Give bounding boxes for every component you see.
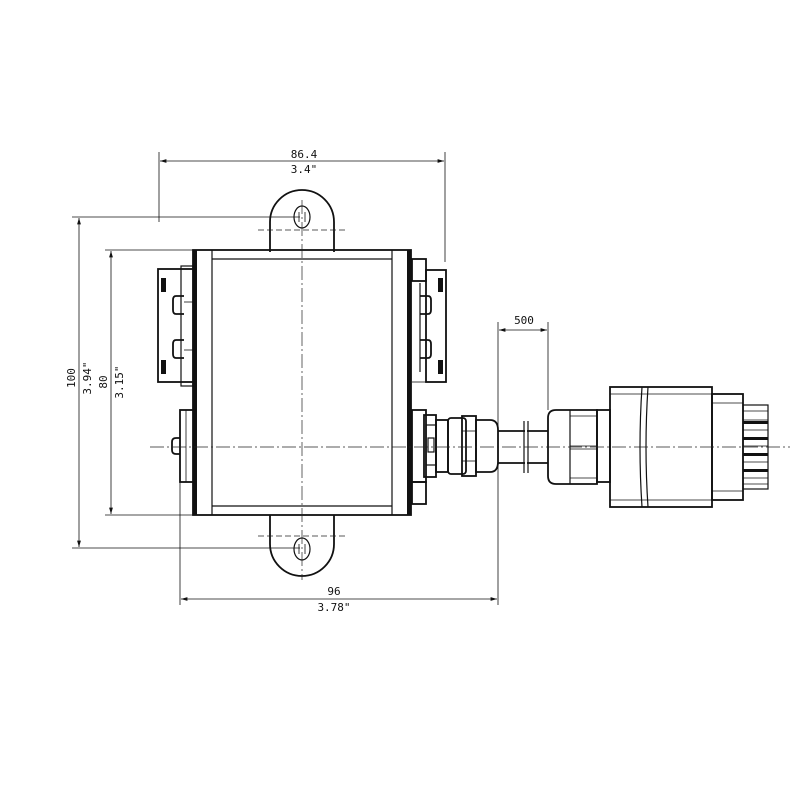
mounting-tab-top xyxy=(258,189,346,252)
cable-gland xyxy=(411,409,499,505)
dim-height-inner-mm: 80 xyxy=(97,375,110,388)
dimension-cable-length: 500 xyxy=(497,314,549,605)
dim-height-outer-inch: 3.94" xyxy=(81,361,94,394)
left-side-bracket xyxy=(171,409,195,483)
dimension-height-outer: 100 3.94" xyxy=(65,216,300,549)
dim-width-top-mm: 86.4 xyxy=(291,148,318,161)
dimension-width-bottom: 96 3.78" xyxy=(179,480,497,614)
dim-cable-length-mm: 500 xyxy=(514,314,534,327)
dim-width-bottom-inch: 3.78" xyxy=(317,601,350,614)
dim-width-bottom-mm: 96 xyxy=(327,585,340,598)
dim-width-top-inch: 3.4" xyxy=(291,163,318,176)
centerlines xyxy=(150,200,790,580)
dim-height-outer-mm: 100 xyxy=(65,368,78,388)
dimension-height-inner: 80 3.15" xyxy=(97,249,195,516)
din-clip-right xyxy=(411,258,447,383)
din-clip-left xyxy=(157,265,195,387)
dim-height-inner-inch: 3.15" xyxy=(113,365,126,398)
mounting-tab-bottom xyxy=(258,515,346,577)
dimension-width-top: 86.4 3.4" xyxy=(158,148,446,262)
